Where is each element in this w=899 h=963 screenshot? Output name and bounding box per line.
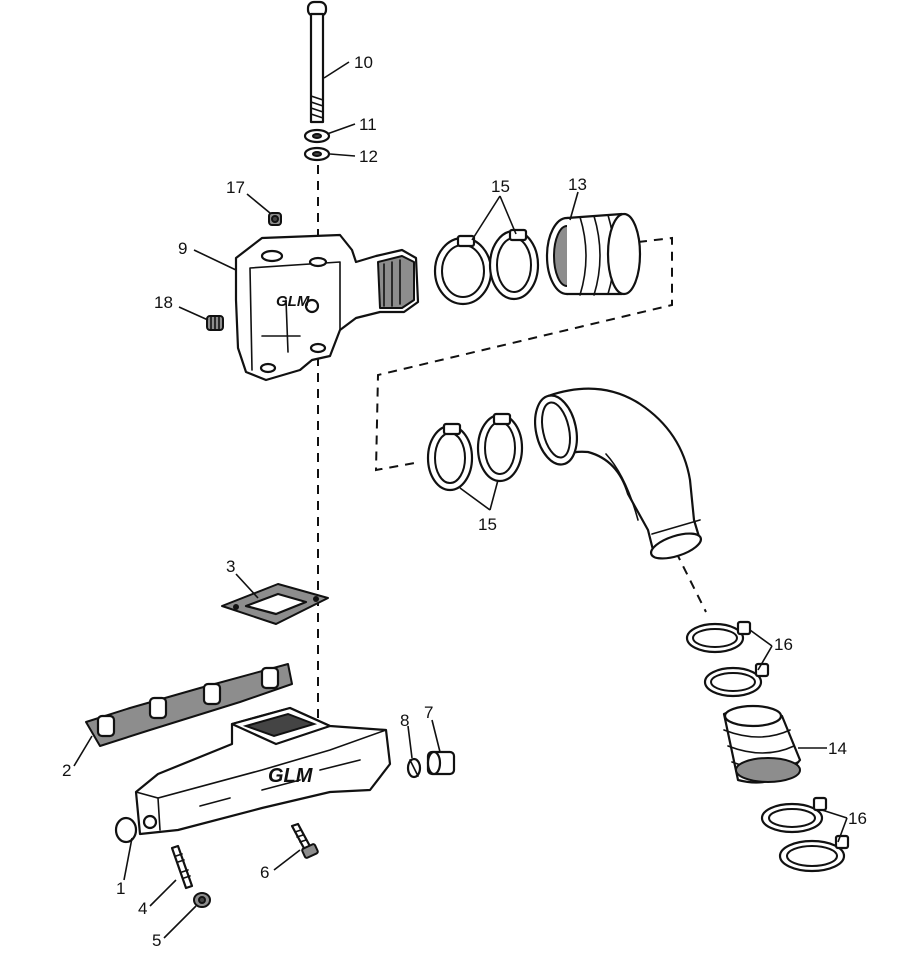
- hose-clamp-outlet-lower-1: [760, 796, 828, 834]
- riser-gasket: [221, 583, 329, 625]
- manifold-logo: GLM: [268, 765, 314, 787]
- leader-lines: [73, 61, 848, 939]
- exhaust-elbow: GLM: [234, 233, 420, 382]
- hose-clamp-lower-2: [476, 412, 524, 483]
- nut: [193, 892, 211, 908]
- callout-13: 13: [568, 175, 587, 194]
- callout-16-upper: 16: [774, 635, 793, 654]
- callout-11: 11: [359, 115, 377, 134]
- flat-washer: [303, 146, 331, 162]
- callout-14: 14: [828, 739, 847, 758]
- callout-17: 17: [226, 178, 245, 197]
- exhaust-tube: [534, 387, 703, 560]
- callout-12: 12: [359, 147, 378, 166]
- exhaust-manifold: GLM: [114, 706, 392, 844]
- callout-3: 3: [226, 557, 235, 576]
- manifold-gasket: [85, 663, 293, 747]
- lock-washer: [303, 128, 331, 144]
- callout-2: 2: [62, 761, 71, 780]
- assembly-line-outlet: [675, 551, 707, 613]
- callout-15-upper: 15: [491, 177, 510, 196]
- hose-clamp-outlet-lower-2: [778, 834, 850, 873]
- spring-clip: [406, 757, 422, 779]
- callout-5: 5: [152, 931, 161, 950]
- callout-16-lower: 16: [848, 809, 867, 828]
- callout-7: 7: [424, 703, 433, 722]
- hose-clamp-outlet-upper-1: [685, 620, 752, 654]
- callout-15-lower: 15: [478, 515, 497, 534]
- bolt: [290, 822, 319, 859]
- callout-6: 6: [260, 863, 269, 882]
- callout-10: 10: [354, 53, 373, 72]
- stud: [170, 844, 194, 890]
- end-cap: [426, 750, 456, 776]
- hose-clamp-lower-1: [426, 422, 474, 492]
- callout-8: 8: [400, 711, 409, 730]
- stud-bolt: [306, 0, 328, 124]
- callout-9: 9: [178, 239, 187, 258]
- plug-side: [206, 315, 224, 331]
- outlet-bellows: [722, 704, 802, 784]
- callout-18: 18: [154, 293, 173, 312]
- exhaust-bellows: [545, 212, 642, 296]
- callout-4: 4: [138, 899, 147, 918]
- hose-clamp-upper-1: [433, 234, 493, 306]
- elbow-logo: GLM: [276, 293, 310, 310]
- hose-clamp-upper-2: [488, 228, 540, 301]
- callout-1: 1: [116, 879, 125, 898]
- plug-top: [268, 212, 282, 226]
